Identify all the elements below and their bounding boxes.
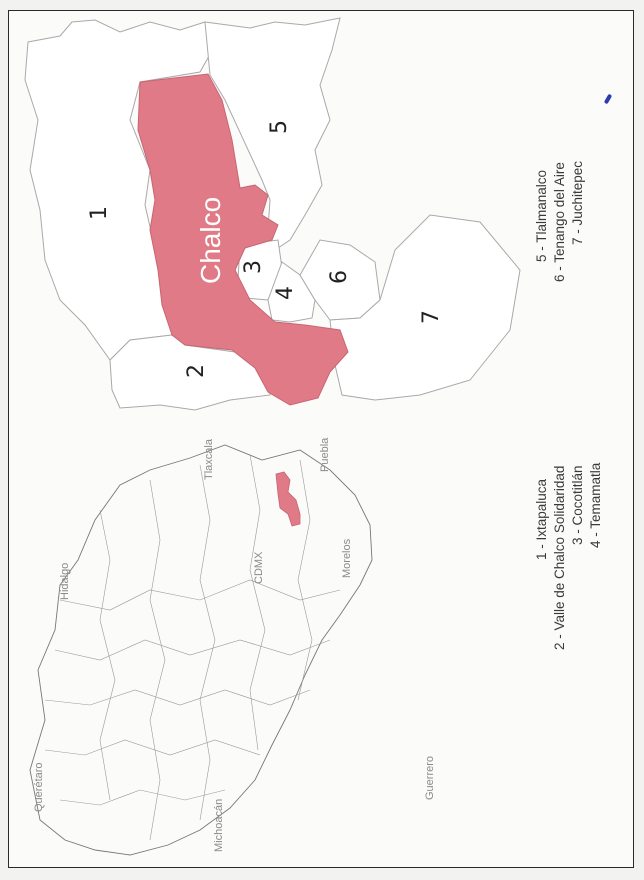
region-temamatla (267, 261, 316, 323)
region-number-5: 5 (267, 120, 292, 134)
inset-internal-lines (44, 454, 341, 841)
label-cdmx: CDMX (253, 551, 265, 584)
label-hidalgo: Hidalgo (59, 563, 71, 600)
region-number-3: 3 (241, 260, 266, 274)
label-morelos: Morelos (341, 538, 353, 578)
label-tlaxcala: Tlaxcala (203, 438, 215, 480)
region-tlalmanalco (204, 17, 341, 251)
region-number-4: 4 (273, 286, 298, 300)
label-guerrero: Guerrero (424, 756, 436, 800)
legend-item-1: 1 - Ixtapaluca (534, 478, 549, 560)
region-number-7: 7 (419, 310, 444, 324)
legend-item-5: 5 - Tlalmanalco (534, 169, 549, 262)
legend-item-6: 6 - Tenango del Aire (552, 162, 567, 282)
legend-item-3: 3 - Cocotitlán (570, 465, 585, 545)
region-number-1: 1 (87, 206, 112, 220)
inset-map (29, 444, 373, 856)
legend-item-4: 4 - Temamatla (588, 462, 603, 548)
region-chalco (137, 73, 349, 406)
inset-chalco (275, 471, 301, 527)
region-ixtapaluca (24, 19, 219, 361)
chalco-label: Chalco (195, 197, 226, 284)
region-juchitepec (329, 214, 521, 401)
label-michoacan: Michoacán (213, 799, 225, 852)
state-outline (29, 444, 373, 856)
region-number-labels: 1 2 3 4 5 6 7 (87, 120, 444, 378)
legend-item-7: 7 - Juchitepec (570, 160, 585, 245)
inset-neighbor-labels: Hidalgo Tlaxcala Puebla CDMX Morelos Gue… (33, 437, 436, 852)
label-puebla: Puebla (319, 437, 331, 472)
detail-map (24, 17, 521, 411)
label-queretaro: Querétaro (33, 762, 45, 812)
region-number-6: 6 (327, 270, 352, 284)
legend-item-2: 2 - Valle de Chalco Solidaridad (552, 465, 567, 650)
region-number-2: 2 (184, 364, 209, 378)
